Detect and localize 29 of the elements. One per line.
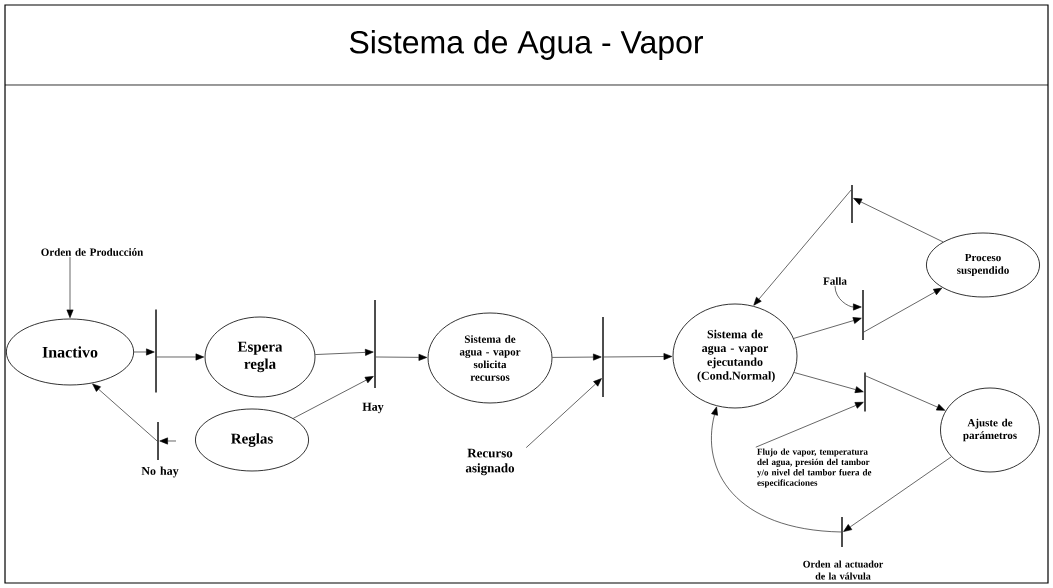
arrow [156, 353, 205, 361]
arrow [525, 378, 602, 448]
arrow [293, 376, 374, 419]
arrow [793, 317, 862, 339]
arrow [315, 348, 374, 356]
arrow [375, 353, 428, 361]
arrow [863, 287, 943, 333]
annotation-text: Falla [823, 277, 847, 285]
arrow [793, 372, 864, 393]
arrow [753, 189, 852, 306]
arrow [159, 437, 177, 445]
arrow [843, 456, 952, 532]
transition-label: Hay [362, 402, 384, 414]
transition-label: Orden al actuador de la válvula [803, 560, 884, 580]
annotation-text: Recurso asignado [465, 448, 515, 476]
arrow [711, 406, 842, 533]
arrow [755, 402, 864, 448]
arrow [92, 383, 158, 442]
arrow [834, 285, 862, 311]
arrow [853, 198, 944, 243]
arrow [133, 348, 155, 356]
arrow [603, 353, 673, 360]
title: Sistema de Agua - Vapor [349, 30, 703, 60]
annotation-text: Orden de Producción [41, 248, 144, 256]
annotation-text: Flujo de vapor, temperatura del agua, presión del tambor y/o nivel del tambor fuera de especificaciones [757, 448, 872, 488]
arrow [66, 256, 74, 319]
transition-label: No hay [141, 466, 179, 478]
arrow [552, 353, 602, 361]
arrow [865, 375, 946, 411]
